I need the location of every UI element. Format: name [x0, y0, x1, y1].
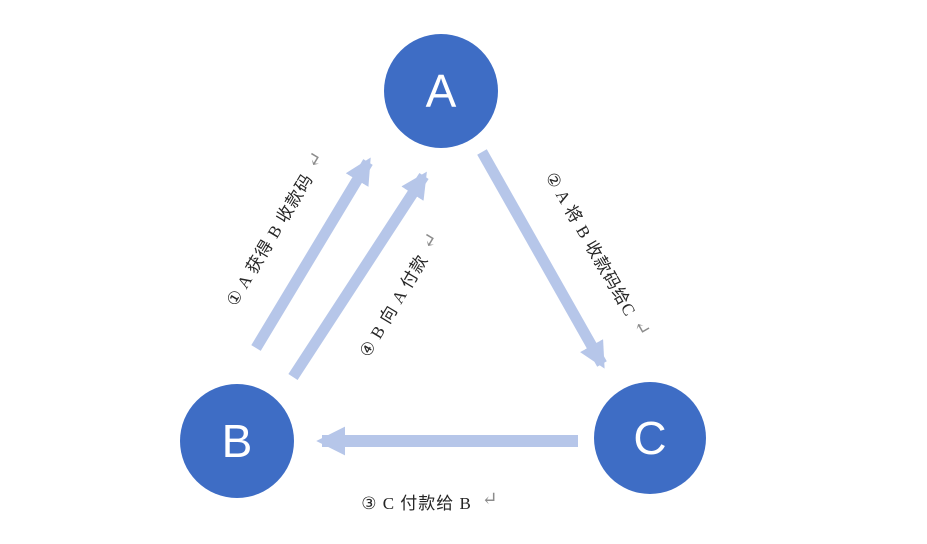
edge-step2-label: ② A 将 B 收款码给C↵ — [541, 167, 654, 341]
edge-step4-label-group: ④ B 向 A 付款↵ — [353, 228, 444, 360]
edge-step1-return-icon: ↵ — [302, 147, 329, 172]
edge-step1-label: ① A 获得 B 收款码↵ — [220, 147, 329, 309]
node-b-label: B — [222, 415, 253, 467]
edge-step3-label-text: ③ C 付款给 B — [361, 494, 472, 513]
node-b-circle — [180, 384, 294, 498]
edge-step1-label-group: ① A 获得 B 收款码↵ — [220, 147, 329, 309]
edge-step2-label-group: ② A 将 B 收款码给C↵ — [541, 167, 654, 341]
edge-step2-label-text: ② A 将 B 收款码给C — [541, 169, 639, 320]
edge-step3-return-icon: ↵ — [482, 489, 499, 510]
arrow-b-to-a-outer — [251, 157, 373, 351]
edge-step3-label: ③ C 付款给 B ↵ — [361, 489, 499, 513]
edge-step4-return-icon: ↵ — [417, 228, 444, 253]
edge-step1-label-text: ① A 获得 B 收款码 — [223, 170, 317, 309]
node-b: B — [180, 384, 294, 498]
edge-step4-label: ④ B 向 A 付款↵ — [353, 228, 444, 360]
node-a: A — [384, 34, 498, 148]
node-a-circle — [384, 34, 498, 148]
edge-step3-label-group: ③ C 付款给 B ↵ — [361, 489, 499, 513]
edge-step2-return-icon: ↵ — [628, 316, 655, 341]
node-c-circle — [594, 382, 706, 494]
node-a-label: A — [426, 65, 457, 117]
node-c-label: C — [633, 412, 666, 464]
arrow-b-to-a-inner — [288, 171, 429, 381]
arrow-a-to-c — [477, 149, 607, 369]
node-c: C — [594, 382, 706, 494]
